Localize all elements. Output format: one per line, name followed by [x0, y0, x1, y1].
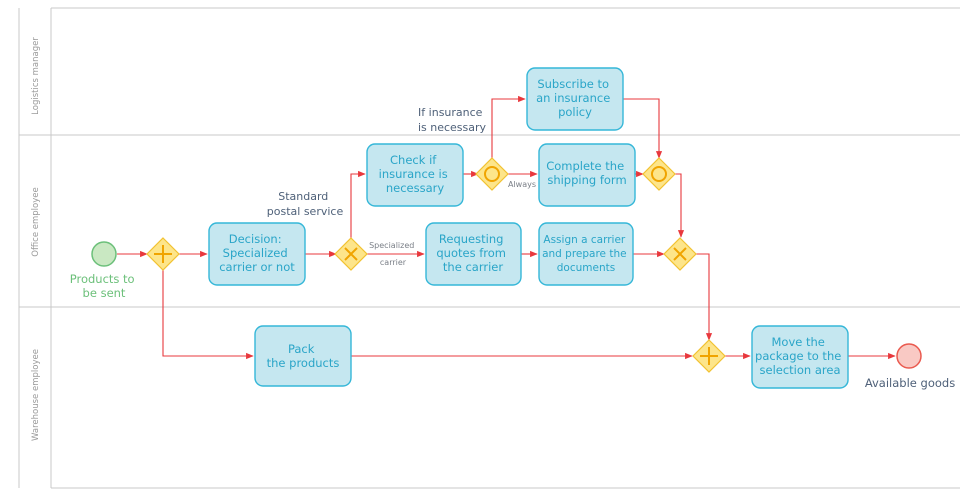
task-move-package[interactable]: Move the package to the selection area — [751, 325, 849, 389]
flow-or-join-to-xor-join — [675, 173, 685, 238]
flow-label-standard-postal: Standard postal service — [267, 190, 344, 218]
flow-label-always: Always — [508, 180, 536, 189]
start-event[interactable] — [91, 241, 117, 267]
flow-subscribe-to-or-join — [623, 98, 663, 159]
parallel-gateway-join[interactable] — [692, 339, 726, 373]
task-decision[interactable]: Decision: Specialized carrier or not — [208, 222, 306, 286]
flow-label-specialized-carrier: Specialized carrier — [369, 241, 417, 267]
task-check-insurance-label: Check if insurance is necessary — [379, 153, 452, 195]
flow-label-if-insurance: If insurance is necessary — [418, 106, 487, 134]
task-complete-shipping-form-label: Complete the shipping form — [546, 159, 628, 187]
flow-split-to-pack — [162, 270, 254, 360]
task-pack-products-label: Pack the products — [267, 342, 340, 370]
task-complete-shipping-form[interactable]: Complete the shipping form — [538, 143, 636, 207]
lane-label-logistics-manager: Logistics manager — [31, 37, 41, 115]
lane-label-office-employee: Office employee — [31, 187, 41, 256]
task-assign-carrier-label: Assign a carrier and prepare the documen… — [542, 234, 630, 274]
exclusive-gateway-join[interactable] — [663, 237, 697, 271]
task-requesting-quotes[interactable]: Requesting quotes from the carrier — [425, 222, 522, 286]
task-subscribe-insurance-label: Subscribe to an insurance policy — [536, 77, 614, 119]
end-event[interactable] — [896, 343, 922, 369]
flow-xor-join-to-and-join — [696, 253, 713, 341]
task-check-insurance[interactable]: Check if insurance is necessary — [366, 143, 464, 207]
start-event-label: Products to be sent — [70, 272, 139, 300]
lane-label-warehouse-employee: Warehouse employee — [31, 349, 41, 441]
flow-or-to-subscribe — [491, 95, 526, 160]
task-subscribe-insurance[interactable]: Subscribe to an insurance policy — [526, 67, 624, 131]
task-move-package-label: Move the package to the selection area — [755, 335, 845, 377]
task-decision-label: Decision: Specialized carrier or not — [219, 232, 295, 274]
inclusive-gateway-split[interactable] — [475, 157, 509, 191]
inclusive-gateway-join[interactable] — [642, 157, 676, 191]
flow-xor-to-check — [350, 170, 366, 239]
parallel-gateway-split[interactable] — [146, 237, 180, 271]
task-assign-carrier[interactable]: Assign a carrier and prepare the documen… — [538, 222, 634, 286]
exclusive-gateway-carrier[interactable] — [334, 237, 368, 271]
end-event-label: Available goods — [865, 376, 955, 390]
task-pack-products[interactable]: Pack the products — [254, 325, 352, 387]
task-requesting-quotes-label: Requesting quotes from the carrier — [436, 232, 509, 274]
pool-frame — [18, 7, 960, 489]
